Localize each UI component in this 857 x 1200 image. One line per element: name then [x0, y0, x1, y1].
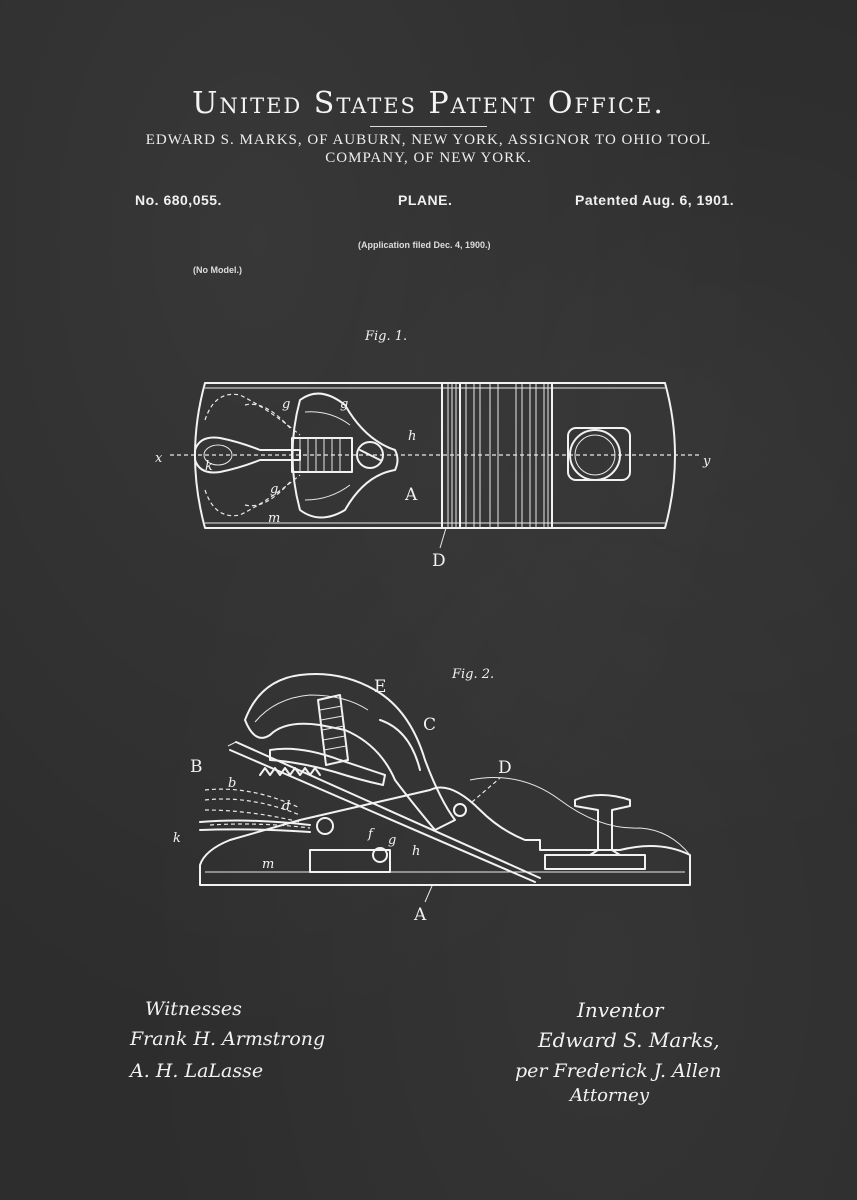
fig2-label-h: h: [412, 844, 420, 859]
fig2-pivot: [316, 817, 334, 835]
office-title: United States Patent Office.: [192, 86, 665, 121]
fig2-plane-base: [199, 786, 691, 886]
fig2-label-A: A: [413, 905, 427, 925]
fig2-label-d: d: [282, 799, 290, 814]
figure-1-drawing: Fig. 1.: [155, 329, 711, 571]
fig2-rack-teeth: [259, 767, 321, 776]
patent-date: Patented Aug. 6, 1901.: [575, 192, 735, 208]
fig2-label-g: g: [388, 833, 396, 848]
fig1-front-knob: [567, 427, 631, 481]
fig1-label-m: m: [268, 511, 280, 526]
fig2-caption: Fig. 2.: [451, 667, 494, 682]
witness-signature-1: Frank H. Armstrong: [130, 1028, 326, 1050]
patent-number: No. 680,055.: [135, 192, 222, 208]
no-model-note: (No Model.): [193, 265, 242, 275]
fig2-label-m: m: [262, 857, 274, 872]
fig1-label-D: D: [432, 551, 446, 571]
fig2-label-C: C: [423, 715, 436, 735]
fig1-caption: Fig. 1.: [364, 329, 407, 344]
title-rule: [370, 126, 487, 127]
per-signature: per Frederick J. Allen: [515, 1060, 722, 1082]
fig2-label-b: b: [228, 776, 236, 791]
fig2-front-knob: [544, 794, 646, 870]
fig2-label-B: B: [190, 757, 203, 777]
fig1-label-x: x: [155, 451, 163, 466]
inventor-line-2: COMPANY, OF NEW YORK.: [325, 150, 532, 166]
fig2-lever-handle: [244, 673, 456, 831]
fig2-adjusting-screw: [269, 694, 386, 786]
attorney-label: Attorney: [570, 1085, 650, 1106]
fig2-label-E: E: [374, 677, 386, 697]
fig1-label-k: k: [205, 459, 213, 474]
figure-2-drawing: Fig. 2.: [173, 667, 691, 925]
fig1-label-y: y: [702, 454, 711, 469]
witnesses-heading: Witnesses: [145, 998, 242, 1020]
fig1-label-g1: g: [282, 397, 290, 412]
fig1-plane-body: [194, 382, 676, 529]
inventor-heading: Inventor: [577, 998, 664, 1022]
fig2-label-D: D: [498, 758, 512, 778]
patent-subject: PLANE.: [398, 192, 453, 208]
fig2-pin-D: [453, 803, 467, 817]
inventor-line-1: EDWARD S. MARKS, OF AUBURN, NEW YORK, AS…: [145, 132, 712, 148]
fig1-handle: [194, 436, 301, 474]
fig2-cutter-blade: [227, 741, 541, 883]
fig1-label-g3: g: [270, 482, 278, 497]
fig2-label-f: f: [367, 827, 375, 842]
inventor-signature: Edward S. Marks,: [538, 1028, 720, 1052]
fig1-label-g2: g: [340, 397, 348, 412]
witness-signature-2: A. H. LaLasse: [130, 1060, 264, 1082]
fig2-label-k: k: [173, 831, 181, 846]
fig1-cutter-stripes: [441, 382, 553, 529]
application-date: (Application filed Dec. 4, 1900.): [358, 240, 491, 250]
fig1-label-A: A: [404, 485, 418, 505]
fig1-label-h: h: [408, 429, 416, 444]
